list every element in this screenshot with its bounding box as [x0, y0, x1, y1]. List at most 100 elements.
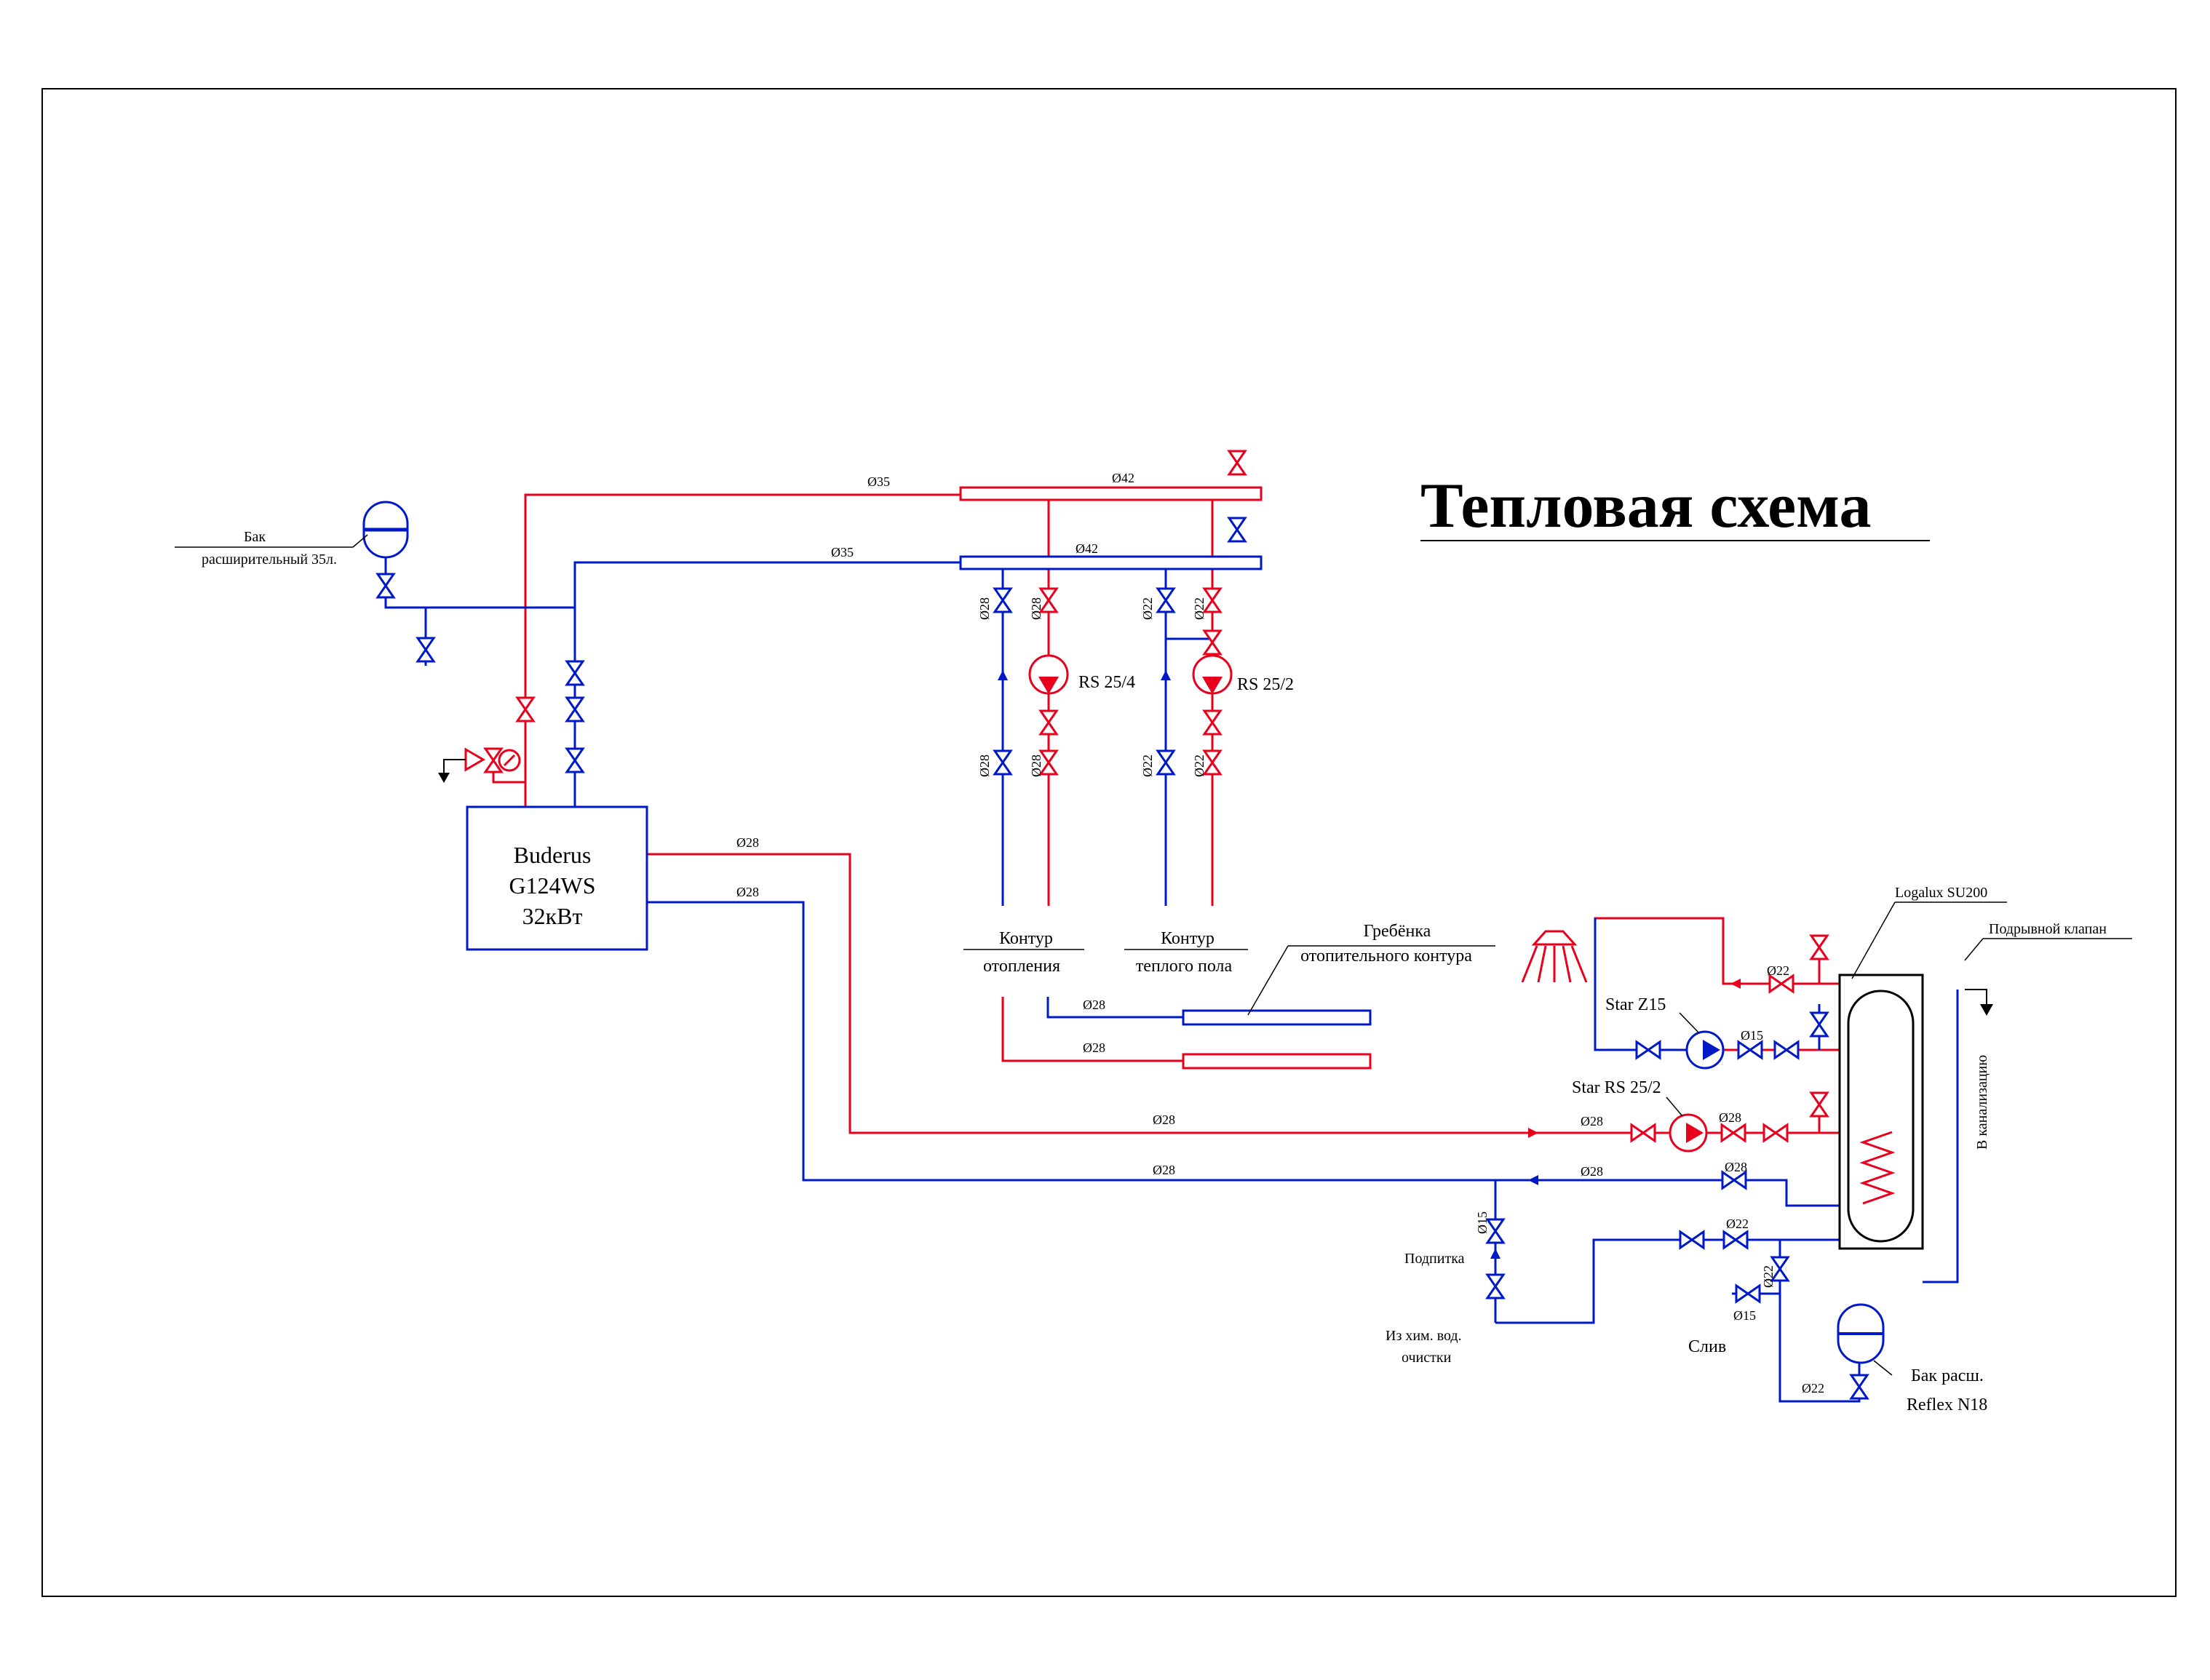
arrow-dhw-hot	[1730, 979, 1741, 989]
valve-v-20	[1485, 1218, 1506, 1244]
valve-h-6	[1762, 1123, 1789, 1143]
dia-floor-1: Ø22	[1140, 597, 1155, 620]
valve-v-14	[1202, 629, 1223, 656]
valve-v-16	[1202, 749, 1223, 776]
pipe-manifold-supply	[1046, 997, 1183, 1019]
valve-v-22	[1770, 1256, 1790, 1282]
valve-h-8	[1679, 1230, 1705, 1250]
dia-heating-2: Ø28	[1029, 597, 1044, 620]
heating-circuit-label-1: Контур	[999, 929, 1053, 948]
valve-v-1	[375, 573, 396, 599]
dia-floor-4: Ø22	[1192, 755, 1207, 777]
dia-boiler-return: Ø28	[736, 885, 759, 899]
water-source-label-2: очистки	[1402, 1350, 1452, 1366]
valve-v-24	[1809, 1011, 1829, 1038]
dhw-exp-tank-label-1: Бак расш.	[1911, 1366, 1984, 1385]
valve-v-17	[1202, 709, 1223, 736]
arrow-feed	[1490, 1249, 1501, 1259]
dia-cold-vert: Ø22	[1761, 1265, 1776, 1288]
valve-v-8	[1038, 587, 1059, 613]
pipe-dhw-hot	[1594, 917, 1840, 1051]
valve-h-0	[1768, 974, 1794, 994]
valve-v-15	[1156, 749, 1176, 776]
dia-recirc: Ø15	[1741, 1028, 1763, 1043]
valve-v-5	[515, 696, 536, 722]
floor-circuit-label-1: Контур	[1161, 929, 1215, 948]
pipe-dhw-charge	[647, 853, 1841, 1134]
safety-valve-icon	[464, 747, 485, 772]
valve-v-4	[565, 747, 585, 773]
dia-floor-3: Ø22	[1140, 755, 1155, 777]
valve-v-26	[1809, 1091, 1829, 1118]
boiler-model: G124WS	[509, 872, 595, 899]
pump-star-rs25-2-icon	[1669, 1113, 1708, 1152]
water-source-label-1: Из хим. вод.	[1386, 1328, 1462, 1344]
valve-v-6	[483, 747, 504, 773]
expansion-tank-label-2: расширительный 35л.	[202, 552, 337, 568]
pipe-cold-in	[1495, 1238, 1840, 1324]
boiler-power: 32кВт	[522, 903, 583, 929]
sewer-arrow-icon	[1980, 1004, 1993, 1016]
dia-hot-out: Ø22	[1767, 963, 1789, 978]
heating-circuit-label-2: отопления	[983, 957, 1060, 976]
dhw-exp-tank-label-2: Reflex N18	[1907, 1396, 1987, 1414]
dia-drain: Ø15	[1733, 1308, 1756, 1323]
dia-return-long: Ø28	[1153, 1163, 1175, 1177]
dhw-tank-body	[1838, 974, 1924, 1250]
manifold-return-bar	[1182, 1053, 1372, 1070]
valve-v-3	[565, 696, 585, 722]
valve-h-10	[1735, 1283, 1761, 1304]
dia-heating-3: Ø28	[977, 755, 992, 777]
supply-header	[959, 486, 1263, 501]
dia-return-header: Ø42	[1076, 541, 1098, 556]
boiler-box	[466, 805, 648, 951]
dia-manifold-return: Ø28	[1083, 1040, 1105, 1055]
dia-boiler-supply: Ø28	[736, 835, 759, 850]
valve-v-7	[993, 587, 1013, 613]
valve-h-3	[1773, 1040, 1800, 1060]
valve-v-25	[1809, 934, 1829, 960]
pipe-boiler-supply	[524, 493, 961, 807]
dia-charge-pump-out: Ø28	[1719, 1110, 1741, 1125]
arrow-floor-return	[1161, 670, 1171, 680]
dia-floor-2: Ø22	[1192, 597, 1207, 620]
valve-v-13	[1202, 587, 1223, 613]
dia-cold-in: Ø22	[1726, 1217, 1749, 1231]
return-header	[959, 555, 1263, 570]
arrow-dhw-return	[1528, 1175, 1538, 1185]
arrow-dhw-charge	[1528, 1128, 1538, 1138]
valve-h-2	[1737, 1040, 1763, 1060]
pipe-relief	[1923, 990, 1959, 1283]
relief-valve-label: Подрывной клапан	[1989, 921, 2107, 937]
pipe-manifold-return	[1001, 997, 1183, 1062]
dia-heating-4: Ø28	[1029, 755, 1044, 777]
feed-label: Подпитка	[1404, 1251, 1465, 1267]
valve-h-1	[1635, 1040, 1661, 1060]
valve-h-9	[1722, 1230, 1749, 1250]
dia-supply-header: Ø42	[1112, 471, 1134, 485]
dia-return-near: Ø28	[1581, 1164, 1603, 1179]
arrow-heating-return	[998, 670, 1008, 680]
valve-v-2	[565, 660, 585, 686]
page-title: Тепловая схема	[1420, 471, 1872, 541]
pump-floor-label: RS 25/2	[1237, 675, 1294, 694]
valve-v-21	[1485, 1273, 1506, 1299]
dia-return-in: Ø35	[831, 545, 854, 560]
valve-v-12	[1156, 587, 1176, 613]
dia-return-valve: Ø28	[1725, 1160, 1747, 1174]
valve-v-11	[1038, 709, 1059, 736]
charge-pump-label: Star RS 25/2	[1572, 1078, 1661, 1097]
pump-rs25-4-icon	[1028, 654, 1069, 695]
pump-heating-label: RS 25/4	[1078, 673, 1135, 692]
valve-symbols	[375, 450, 1869, 1400]
pipe-dhw-recirc	[1594, 918, 1687, 1051]
drawing-frame	[41, 88, 2177, 1597]
dia-supply-in: Ø35	[867, 474, 890, 489]
floor-circuit-label-2: теплого пола	[1136, 957, 1233, 976]
dia-charge-near: Ø28	[1581, 1114, 1603, 1128]
valve-v-23	[1849, 1374, 1869, 1400]
valve-v-19	[1227, 517, 1247, 543]
manifold-label-2: отопительного контура	[1300, 947, 1472, 966]
